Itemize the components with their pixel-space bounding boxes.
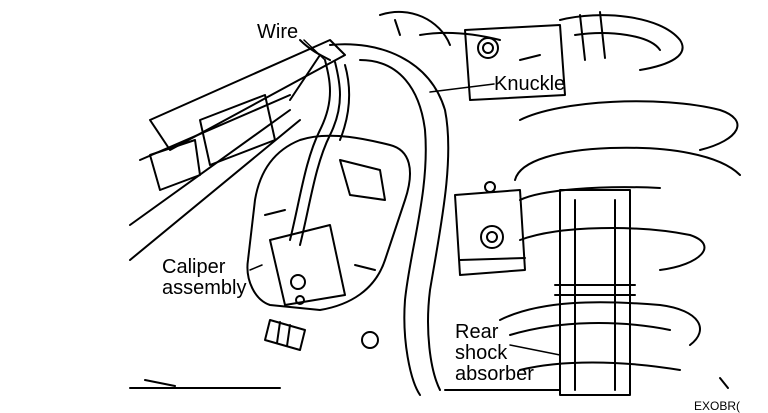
spring-upper bbox=[559, 11, 684, 71]
caliper-assembly-label: Caliper assembly bbox=[162, 257, 246, 299]
shock-label-line2: shock bbox=[455, 342, 508, 364]
caliper-assembly-shape bbox=[246, 134, 411, 311]
wire-bundle bbox=[289, 39, 351, 246]
leader-lines bbox=[249, 39, 561, 356]
wire-label: Wire bbox=[257, 22, 298, 43]
wire-label-text: Wire bbox=[257, 21, 299, 43]
shock-absorber-body bbox=[554, 189, 636, 396]
lower-bracket bbox=[454, 181, 526, 276]
caliper-label-line2: assembly bbox=[162, 277, 247, 299]
ground-lines bbox=[129, 377, 729, 391]
upper-bracket bbox=[419, 24, 566, 101]
axle-beam bbox=[129, 39, 346, 261]
knuckle-label-text: Knuckle bbox=[494, 73, 566, 95]
shock-label-line1: Rear bbox=[455, 321, 499, 343]
figure-reference-code: EXOBR( bbox=[694, 399, 741, 413]
knuckle-shape bbox=[329, 10, 451, 396]
caliper-label-line1: Caliper bbox=[162, 256, 226, 278]
spring-coil bbox=[499, 100, 741, 371]
shock-label-line3: absorber bbox=[455, 363, 534, 385]
knuckle-label: Knuckle bbox=[494, 74, 565, 95]
caliper-bolt bbox=[264, 319, 379, 351]
rear-shock-absorber-label: Rear shock absorber bbox=[455, 322, 534, 385]
